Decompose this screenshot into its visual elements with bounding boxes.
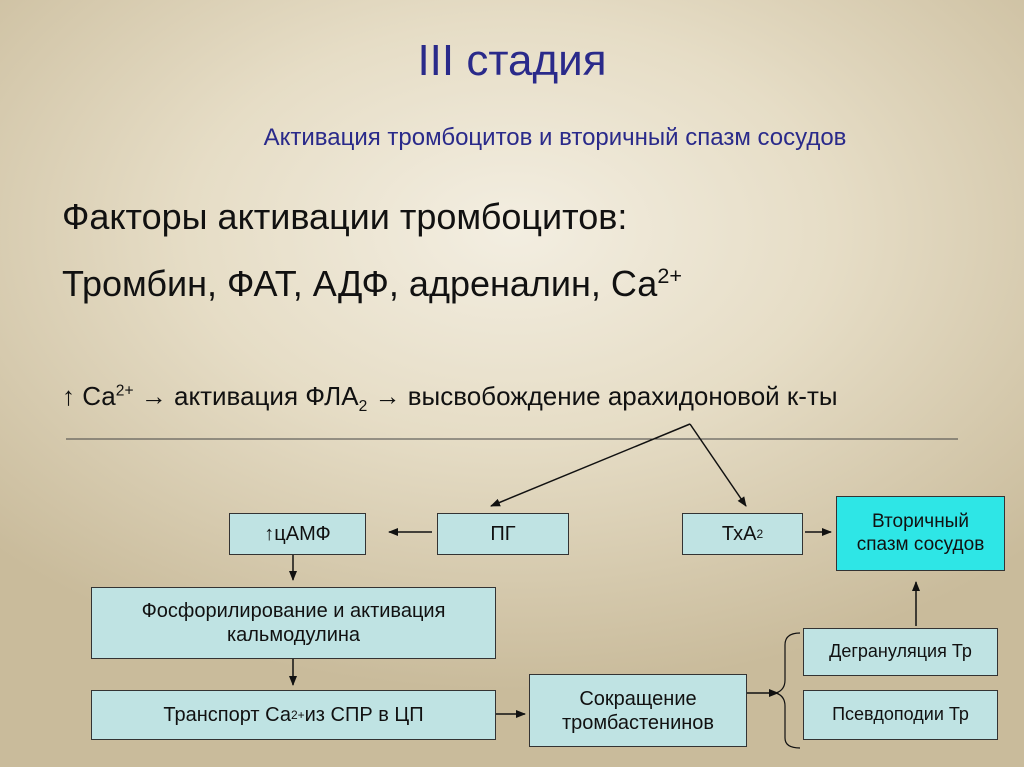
- chain-suffix: → высвобождение арахидоновой к-ты: [367, 381, 838, 411]
- outcomes-brace: [774, 632, 801, 749]
- chain-sub: 2: [358, 398, 368, 416]
- factors-list-text: Тромбин, ФАТ, АДФ, адреналин, Са: [62, 263, 658, 304]
- pg-box: ПГ: [437, 513, 569, 555]
- phosphorylation-box: Фосфорилирование и активация кальмодулин…: [91, 587, 496, 659]
- chain-sup: 2+: [115, 382, 134, 400]
- page-title: III стадия: [417, 36, 607, 85]
- factors-list-superscript: 2+: [657, 263, 682, 288]
- transport-prefix: Транспорт Са: [163, 704, 291, 726]
- factors-heading: Факторы активации тромбоцитов:: [62, 196, 628, 237]
- page-subtitle: Активация тромбоцитов и вторичный спазм …: [263, 124, 847, 151]
- activation-chain: ↑ Са2+ → активация ФЛА2 → высвобождение …: [62, 381, 838, 416]
- transport-suffix: из СПР в ЦП: [304, 704, 424, 726]
- degranulation-box: Дегрануляция Тр: [803, 628, 998, 676]
- pseudopodia-box: Псевдоподии Тр: [803, 690, 998, 740]
- contraction-box: Сокращение тромбастенинов: [529, 674, 747, 747]
- camp-box: ↑цАМФ: [229, 513, 366, 555]
- chain-mid: → активация ФЛА: [133, 381, 359, 411]
- secondary-spasm-box: Вторичный спазм сосудов: [836, 496, 1005, 571]
- chain-prefix: ↑ Са: [62, 381, 116, 411]
- arrow-arachidonic-to-pg: [490, 423, 691, 507]
- txa-text: ТхА: [721, 523, 757, 545]
- arrow-arachidonic-to-txa: [689, 423, 747, 507]
- factors-list: Тромбин, ФАТ, АДФ, адреналин, Са2+: [62, 263, 682, 305]
